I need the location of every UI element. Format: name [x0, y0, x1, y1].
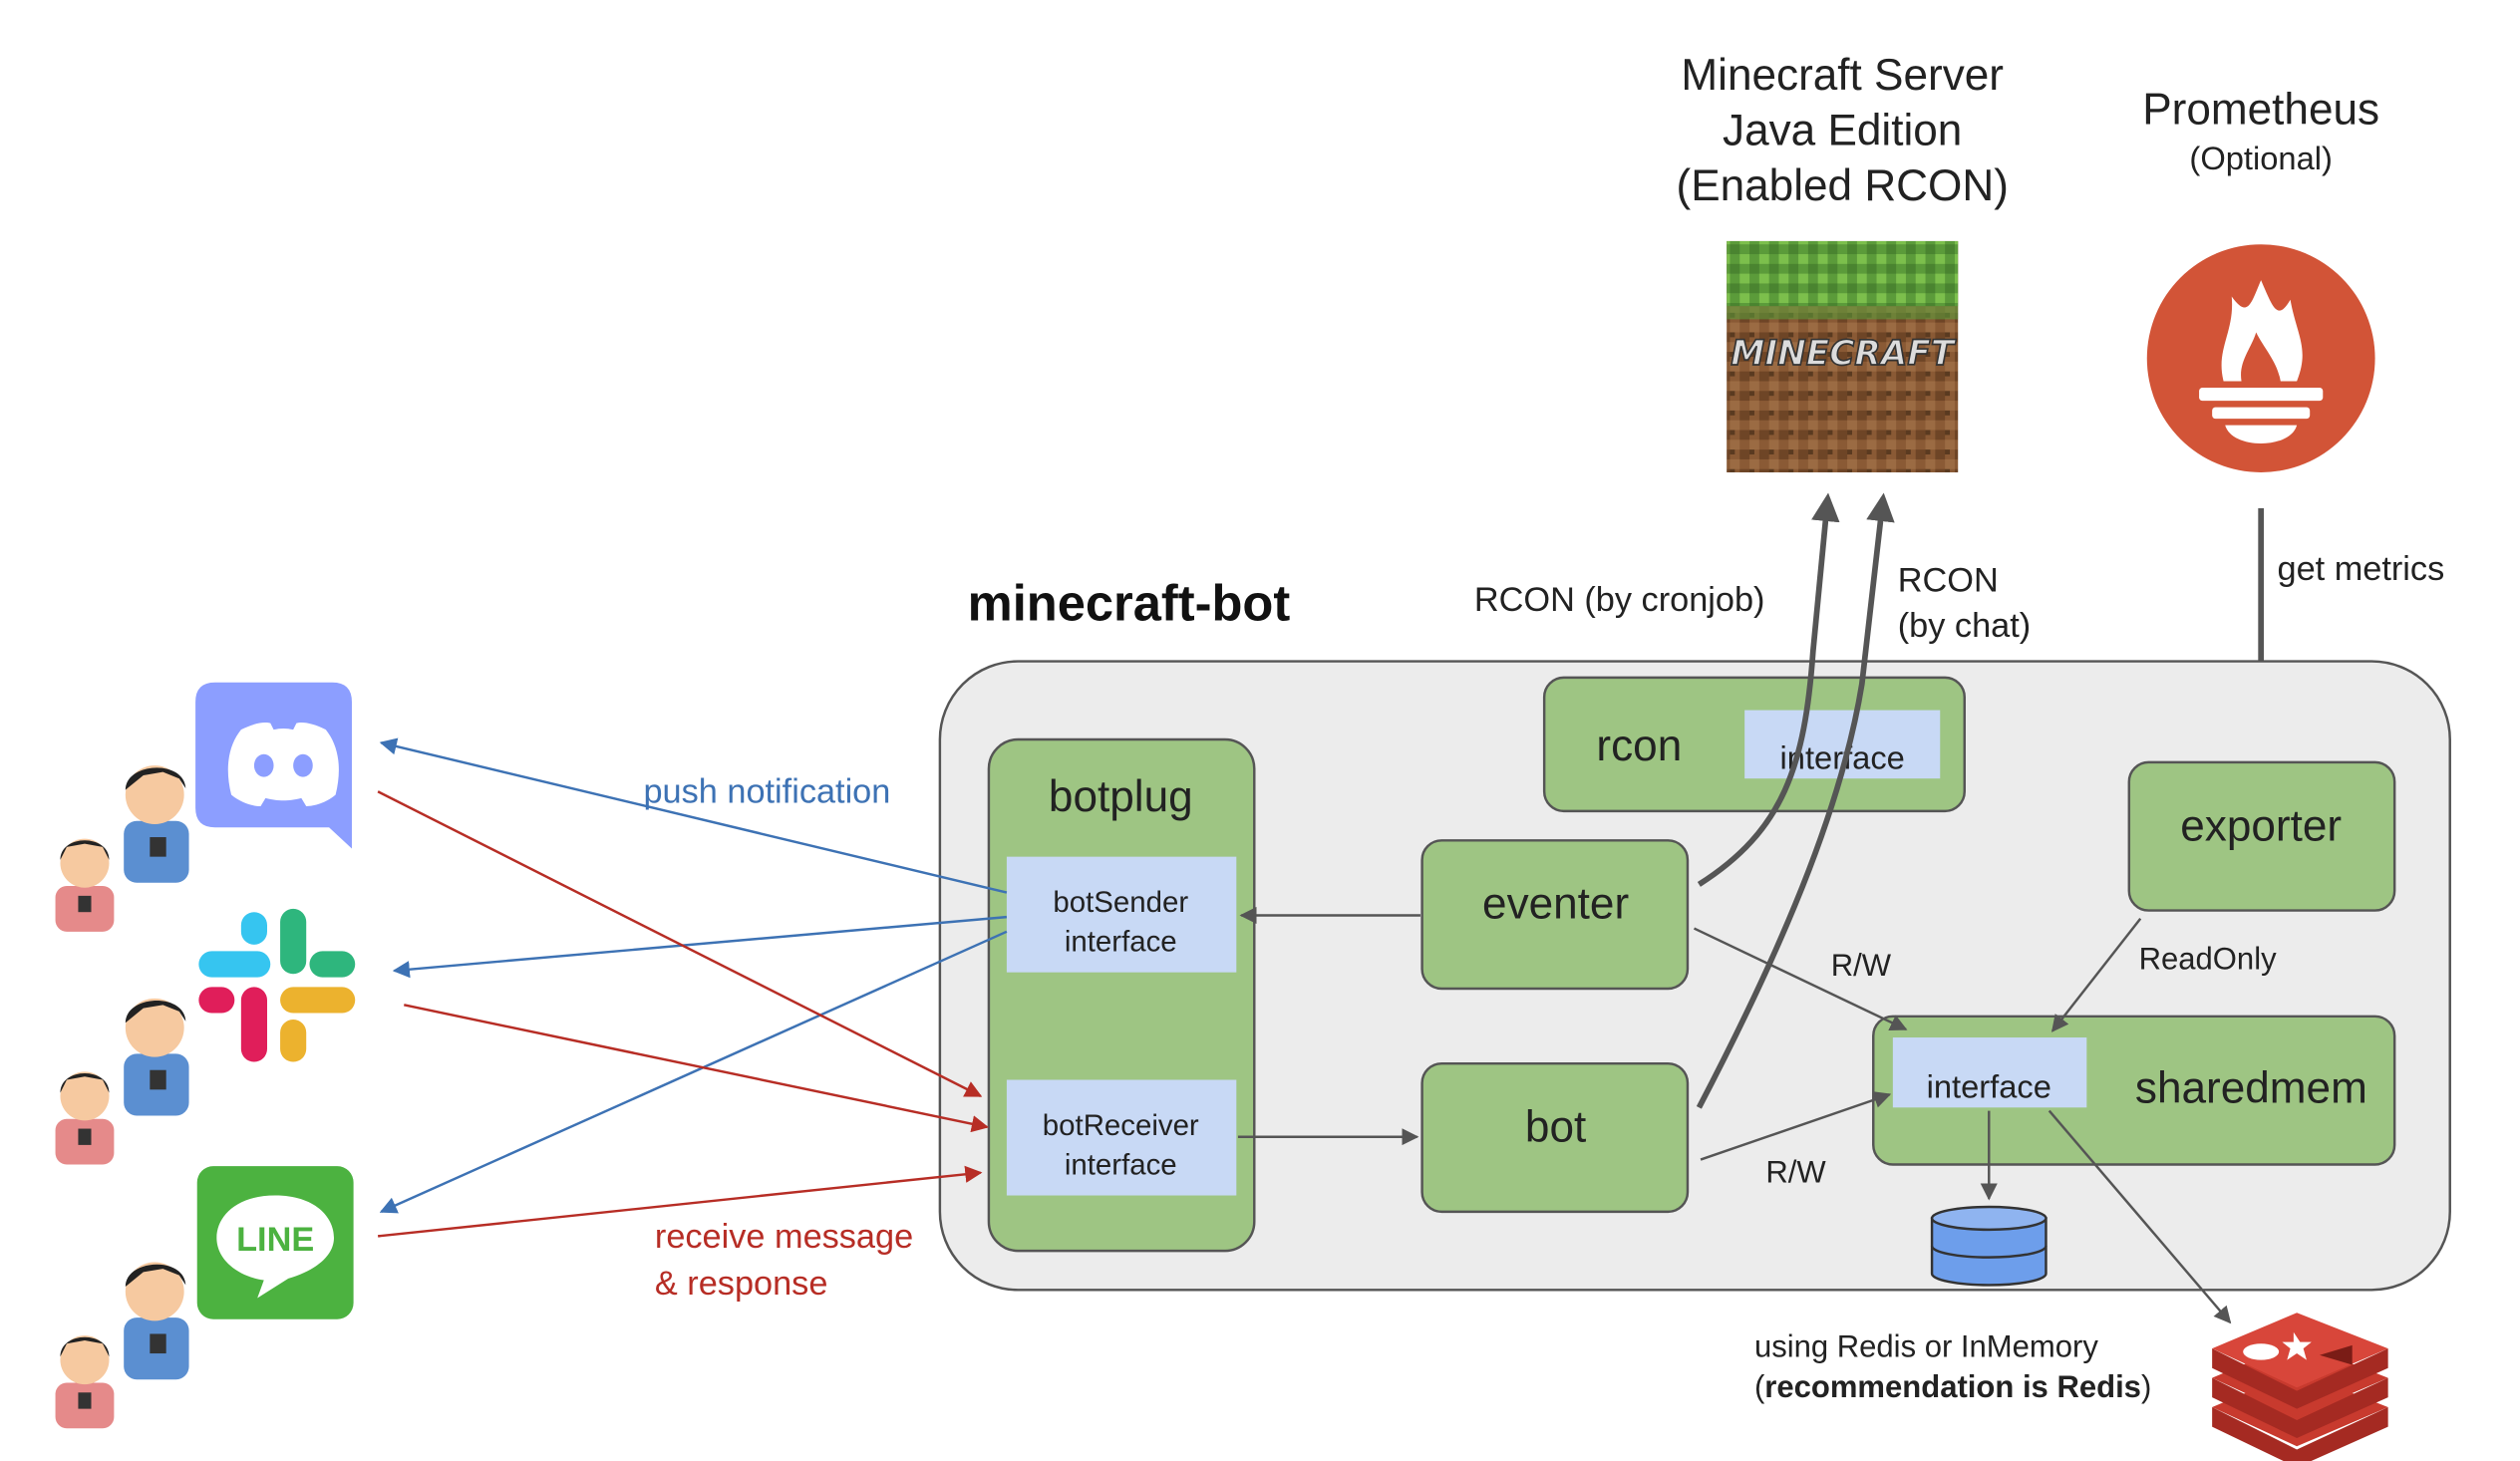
sharedmem-interface-box [1892, 1037, 2087, 1108]
minecraft-title-line1: Minecraft Server [1681, 51, 2004, 100]
slack-icon [198, 908, 356, 1062]
prometheus-logo-icon [2146, 244, 2375, 472]
botsender-interface-label: interface [1065, 925, 1177, 958]
bot-box [1420, 1061, 1690, 1214]
users-line-illustration [55, 1262, 189, 1429]
sharedmem-interface-label: interface [1927, 1067, 2051, 1104]
exporter-label: exporter [2180, 801, 2342, 850]
botreceiver-interface-label: interface [1065, 1148, 1177, 1181]
storage-note-line2: (recommendation is Redis) [1754, 1369, 2151, 1404]
eventer-to-sharedmem-arrow [1693, 927, 1908, 1030]
rw-eventer-label: R/W [1831, 948, 1892, 983]
sharedmem-label: sharedmem [2135, 1063, 2367, 1112]
rcon-chat-label-line1: RCON [1898, 561, 1999, 599]
bot-to-sharedmem-arrow [1700, 1091, 1892, 1161]
storage-note-line1: using Redis or InMemory [1754, 1328, 2098, 1363]
discord-icon [195, 682, 352, 849]
botreceiver-label: botReceiver [1043, 1109, 1199, 1142]
system-title: minecraft-bot [968, 575, 1291, 632]
users-discord-illustration [55, 765, 189, 932]
push-to-discord-arrow [379, 737, 1008, 894]
botreceiver-interface-box [1006, 1079, 1237, 1196]
line-to-receiver-arrow [377, 1165, 983, 1238]
rcon-label: rcon [1596, 722, 1682, 770]
push-to-line-arrow [379, 930, 1008, 1214]
botsender-label: botSender [1053, 886, 1188, 919]
botsender-interface-box [1006, 856, 1237, 973]
eventer-box [1420, 839, 1690, 991]
minecraft-logo-icon: MINECRAFT [1727, 240, 1959, 472]
exporter-to-sharedmem-arrow [2050, 917, 2142, 1032]
botplug-label: botplug [1049, 772, 1193, 821]
redis-logo-icon [2212, 1313, 2388, 1461]
slack-to-receiver-arrow [404, 1004, 989, 1133]
get-metrics-label: get metrics [2278, 550, 2445, 588]
users-slack-illustration [55, 998, 189, 1165]
exporter-box [2127, 760, 2396, 912]
discord-to-receiver-arrow [377, 790, 983, 1097]
receive-label-line2: & response [655, 1265, 828, 1303]
prometheus-subtitle: (Optional) [2189, 140, 2332, 176]
minecraft-title-line3: (Enabled RCON) [1677, 161, 2009, 210]
prometheus-title: Prometheus [2142, 85, 2379, 134]
line-app-icon: LINE [196, 1166, 354, 1319]
minecraft-title-line2: Java Edition [1723, 107, 1962, 155]
receive-label-line1: receive message [655, 1218, 913, 1256]
line-logo-text: LINE [236, 1221, 314, 1259]
sharedmem-to-redis-arrow [2048, 1109, 2232, 1324]
eventer-label: eventer [1482, 880, 1629, 929]
readonly-label: ReadOnly [2139, 941, 2277, 976]
rcon-chat-arrow [1696, 492, 1895, 1109]
rcon-cronjob-label: RCON (by cronjob) [1474, 581, 1765, 619]
rcon-cronjob-arrow [1697, 492, 1840, 887]
minecraft-logo-text: MINECRAFT [1731, 334, 1957, 374]
database-icon [1930, 1205, 2048, 1287]
rcon-chat-label-line2: (by chat) [1898, 607, 2031, 645]
push-to-slack-arrow [392, 915, 1007, 979]
bot-label: bot [1525, 1103, 1586, 1152]
push-notification-label: push notification [643, 773, 890, 811]
rw-bot-label: R/W [1765, 1154, 1826, 1189]
